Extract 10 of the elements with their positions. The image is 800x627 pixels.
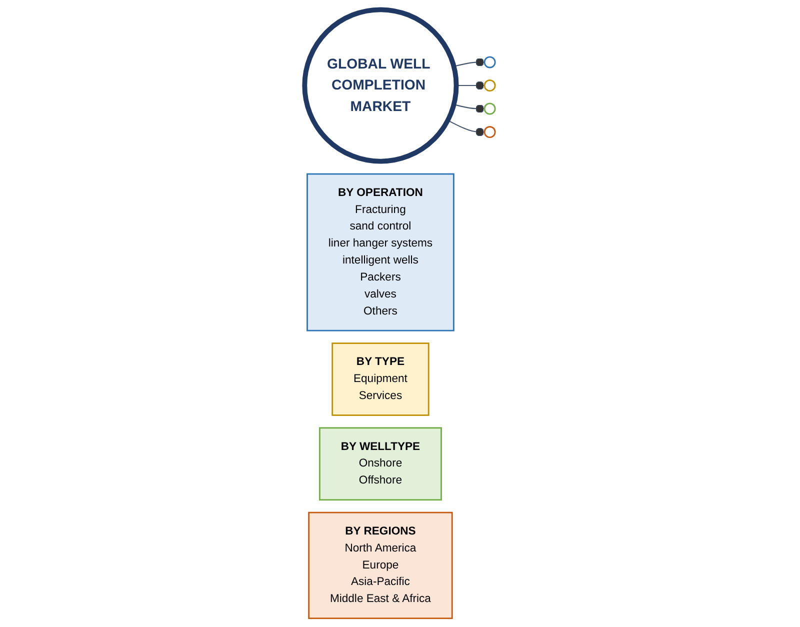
node-circle bbox=[484, 78, 496, 91]
node-circle bbox=[484, 56, 496, 68]
node-box: BY TYPE Equipment Services bbox=[332, 342, 430, 416]
node-box: BY OPERATION Fracturing sand control liner hanger systems intelligent wells Packers valves Others bbox=[306, 172, 455, 331]
node-circle bbox=[484, 126, 496, 138]
node-box: BY REGIONS North America Europe Asia-Pacific Middle East & Africa bbox=[308, 511, 453, 619]
node-box: BY WELLTYPE Onshore Offshore bbox=[319, 426, 442, 500]
node-circle: GLOBAL WELL COMPLETION MARKET bbox=[302, 6, 459, 164]
connector bbox=[448, 119, 485, 136]
node-circle bbox=[484, 102, 496, 114]
